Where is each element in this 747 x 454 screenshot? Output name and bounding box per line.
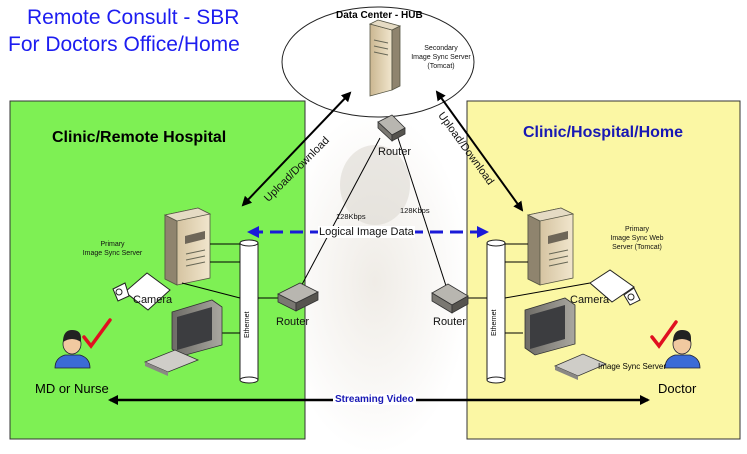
streaming-video-label: Streaming Video xyxy=(333,394,416,405)
right-ethernet-bus xyxy=(486,239,506,384)
background-stethoscope xyxy=(340,145,410,225)
hub-server-icon xyxy=(368,19,402,97)
left-upload-download-arrow xyxy=(241,91,352,207)
left-router-icon xyxy=(277,282,319,312)
right-wan-link xyxy=(397,137,449,293)
right-sync-server-label: Image Sync Server xyxy=(598,362,667,371)
right-site-panel xyxy=(466,100,741,440)
left-site-title: Clinic/Remote Hospital xyxy=(52,129,227,146)
left-ethernet-label: Ethernet xyxy=(244,311,251,338)
hub-router-icon xyxy=(377,114,406,142)
logical-image-data-label: Logical Image Data xyxy=(318,226,415,238)
right-router-icon xyxy=(431,283,469,314)
doctor-label: Doctor xyxy=(658,381,697,396)
md-nurse-label: MD or Nurse xyxy=(35,381,109,396)
right-lan-links xyxy=(468,243,591,334)
right-bandwidth-label: 128Kbps xyxy=(400,206,430,215)
right-ethernet-label: Ethernet xyxy=(491,309,498,336)
md-check-icon xyxy=(82,318,112,349)
hub-server-label: Secondary Image Sync Server (Tomcat) xyxy=(411,45,471,70)
right-server-icon xyxy=(526,207,575,286)
doctor-check-icon xyxy=(650,320,678,349)
left-router-label: Router xyxy=(276,316,310,328)
right-computer-icon xyxy=(524,297,608,380)
page-title-line1: Remote Consult - SBR xyxy=(27,6,240,29)
left-computer-icon xyxy=(143,299,223,376)
md-nurse-person-icon xyxy=(54,330,91,369)
left-camera-label: Camera xyxy=(133,294,173,306)
right-upload-download-arrow xyxy=(435,90,524,212)
left-server-icon xyxy=(163,207,212,286)
doctor-person-icon xyxy=(664,330,701,369)
right-camera-label: Camera xyxy=(570,294,610,306)
left-server-label: Primary Image Sync Server xyxy=(82,241,143,257)
left-bandwidth-label: 128Kbps xyxy=(336,212,366,221)
right-camera-icon xyxy=(589,269,641,306)
left-wan-link xyxy=(297,137,381,293)
hub-router-label: Router xyxy=(378,146,412,158)
left-lan-links xyxy=(181,243,280,334)
hub-label: Data Center - HUB xyxy=(336,10,423,21)
left-camera-icon xyxy=(112,272,171,311)
right-server-label: Primary Image Sync Web Server (Tomcat) xyxy=(610,226,664,251)
right-site-title: Clinic/Hospital/Home xyxy=(523,124,684,141)
left-ethernet-bus xyxy=(239,239,259,384)
page-title-line2: For Doctors Office/Home xyxy=(8,33,240,56)
right-router-label: Router xyxy=(433,316,467,328)
